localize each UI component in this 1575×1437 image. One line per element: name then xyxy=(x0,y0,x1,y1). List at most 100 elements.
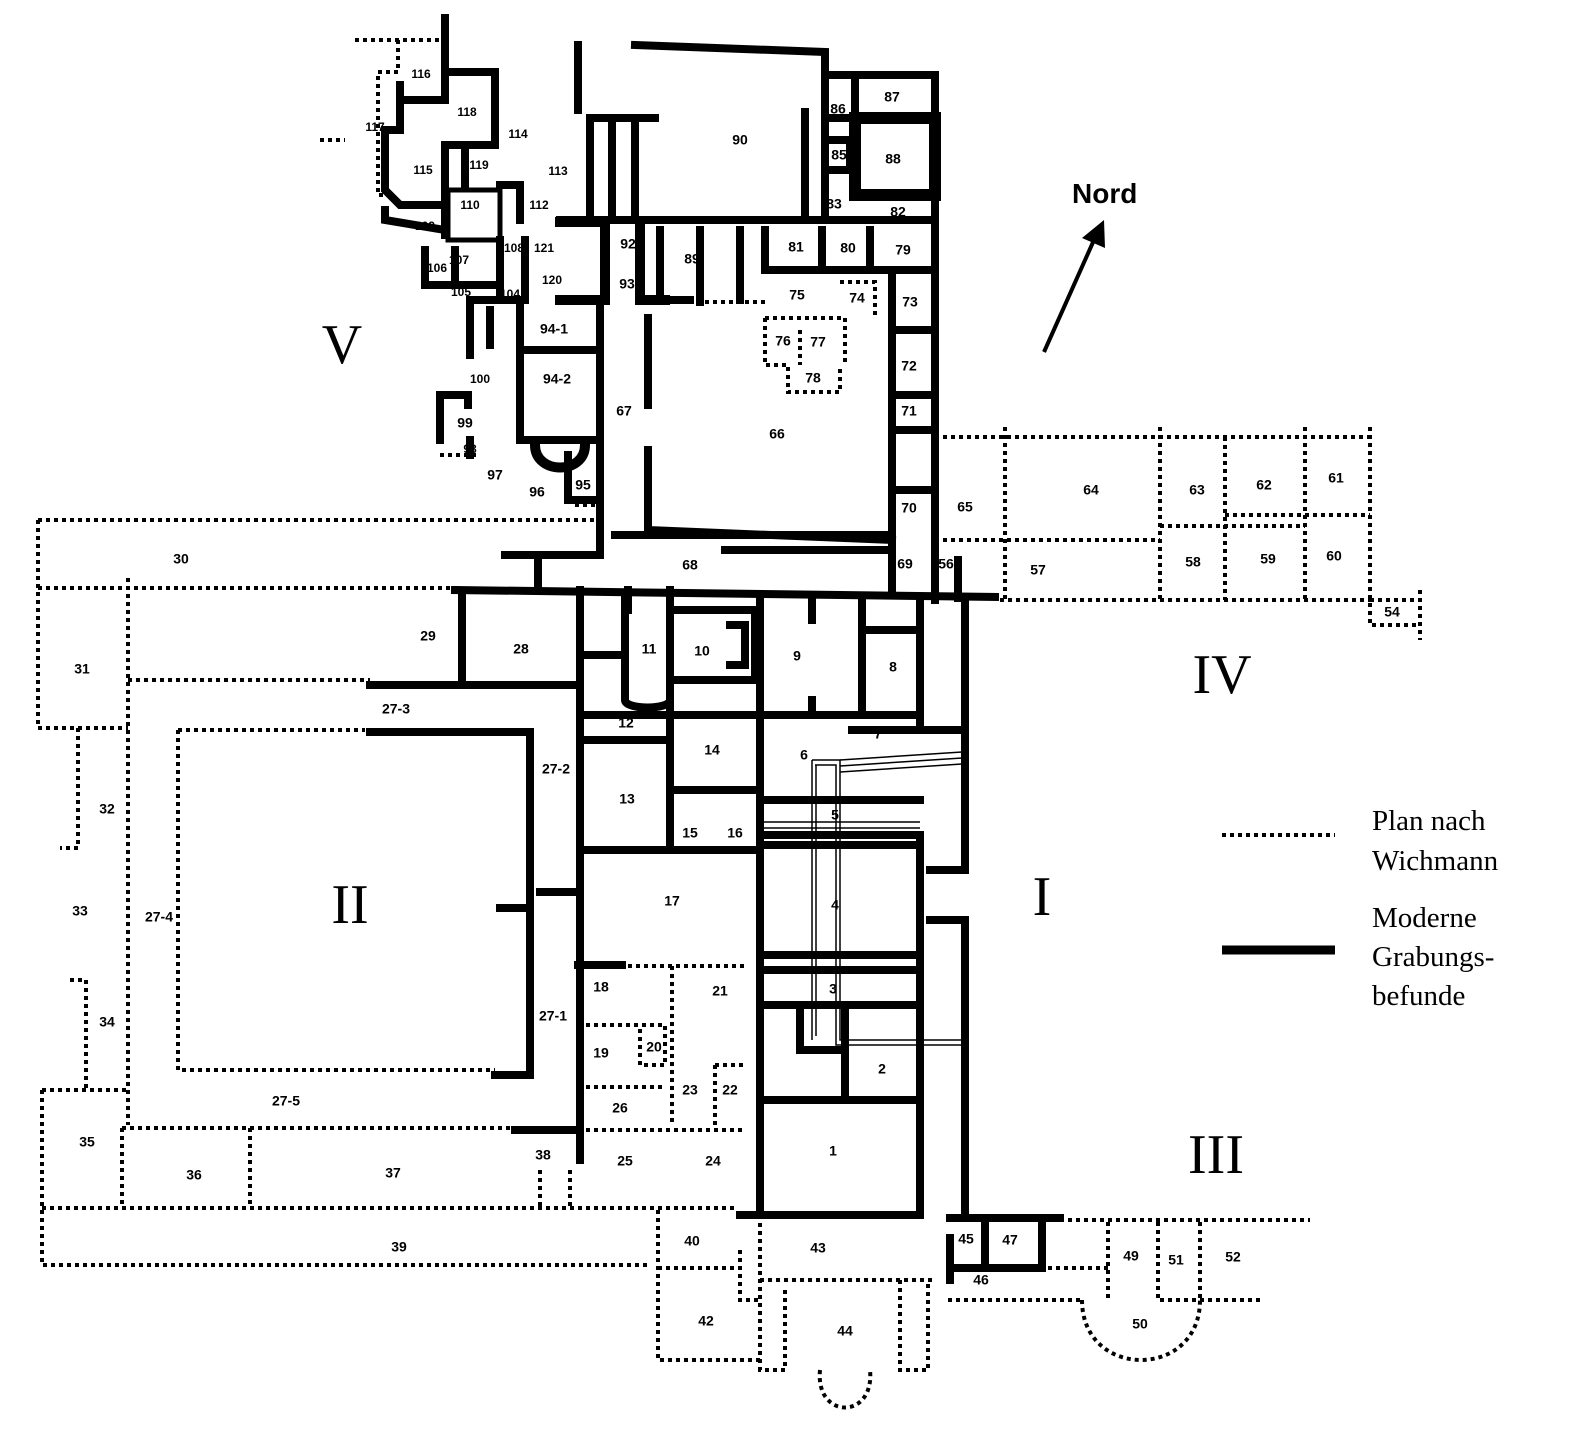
zone-label-iv: IV xyxy=(1192,644,1251,706)
room-label: 106 xyxy=(427,261,447,275)
room-label: 68 xyxy=(682,557,698,573)
room-label: 63 xyxy=(1189,482,1205,498)
room-label: 24 xyxy=(705,1153,721,1169)
room-label: 27-4 xyxy=(145,909,173,925)
room-label: 54 xyxy=(1384,604,1400,620)
room-label: 29 xyxy=(420,628,436,644)
room-label: 94-1 xyxy=(540,321,568,337)
room-label: 32 xyxy=(99,801,115,817)
room-label: 12 xyxy=(618,715,634,731)
room-label: 104 xyxy=(500,287,520,301)
room-labels: 1 2 3 4 5 6 7 8 9 10 11 12 13 14 15 16 1… xyxy=(72,67,1400,1339)
room-label: 58 xyxy=(1185,554,1201,570)
room-label: 33 xyxy=(72,903,88,919)
room-label: 66 xyxy=(769,426,785,442)
room-label: 90 xyxy=(732,132,748,148)
room-label: 92 xyxy=(620,236,636,252)
room-label: 88 xyxy=(885,151,901,167)
room-label: 118 xyxy=(457,105,477,119)
room-label: 99 xyxy=(457,415,473,431)
room-label: 119 xyxy=(469,158,489,172)
legend-solid-label-1: Moderne xyxy=(1372,902,1477,934)
room-label: 2 xyxy=(878,1061,886,1077)
room-label: 67 xyxy=(616,403,632,419)
room-label: 108 xyxy=(504,241,524,255)
room-label: 86 xyxy=(830,101,846,117)
room-label: 69 xyxy=(897,556,913,572)
room-label: 98 xyxy=(463,442,477,456)
room-label: 27-5 xyxy=(272,1093,300,1109)
room-label: 116 xyxy=(411,67,431,81)
room-label: 37 xyxy=(385,1165,401,1181)
zone-labels: I II III IV V xyxy=(322,314,1252,1186)
room-label: 13 xyxy=(619,791,635,807)
room-label: 87 xyxy=(884,89,900,105)
room-label: 44 xyxy=(837,1323,853,1339)
room-label: 94-2 xyxy=(543,371,571,387)
room-label: 3 xyxy=(829,981,837,997)
room-label: 95 xyxy=(575,477,591,493)
room-label: 20 xyxy=(646,1039,662,1055)
room-label: 16 xyxy=(727,825,743,841)
zone-label-ii: II xyxy=(331,874,368,936)
legend: Plan nach Wichmann Moderne Grabungs- bef… xyxy=(1222,805,1499,1012)
room-label: 83 xyxy=(826,196,842,212)
room-label: 57 xyxy=(1030,562,1046,578)
room-label: 82 xyxy=(890,204,906,220)
room-label: 60 xyxy=(1326,548,1342,564)
room-label: 11 xyxy=(642,641,657,657)
room-label: 27-1 xyxy=(539,1008,567,1024)
room-label: 65 xyxy=(957,499,973,515)
room-label: 18 xyxy=(593,979,609,995)
room-label: 78 xyxy=(805,370,821,386)
room-label: 47 xyxy=(1002,1232,1018,1248)
room-label: 113 xyxy=(548,164,568,178)
legend-dotted-label-1: Plan nach xyxy=(1372,805,1486,837)
zone-label-i: I xyxy=(1033,866,1052,928)
room-label: 30 xyxy=(173,551,189,567)
north-label: Nord xyxy=(1072,178,1137,209)
room-label: 9 xyxy=(793,648,801,664)
room-label: 10 xyxy=(694,643,710,659)
room-label: 107 xyxy=(449,253,469,267)
room-label: 17 xyxy=(664,893,680,909)
room-label: 105 xyxy=(451,285,471,299)
room-label: 114 xyxy=(508,127,528,141)
room-label: 89 xyxy=(684,251,700,267)
room-label: 109 xyxy=(415,219,435,233)
room-label: 45 xyxy=(958,1231,974,1247)
room-label: 64 xyxy=(1083,482,1099,498)
room-label: 8 xyxy=(889,659,897,675)
north-arrow: Nord xyxy=(1042,178,1137,353)
room-label: 1 xyxy=(829,1143,837,1159)
room-label: 97 xyxy=(487,467,503,483)
wichmann-plan-lines xyxy=(36,38,1422,1410)
room-label: 75 xyxy=(789,287,805,303)
room-label: 76 xyxy=(775,333,791,349)
room-label: 62 xyxy=(1256,477,1272,493)
room-label: 72 xyxy=(901,358,917,374)
room-label: 34 xyxy=(99,1014,115,1030)
room-label: 49 xyxy=(1123,1248,1139,1264)
room-label: 31 xyxy=(74,661,90,677)
room-label: 80 xyxy=(840,240,856,256)
room-label: 5 xyxy=(831,807,839,823)
room-label: 27-2 xyxy=(542,761,570,777)
room-label: 71 xyxy=(901,403,917,419)
room-label: 74 xyxy=(849,290,865,306)
room-label: 43 xyxy=(810,1240,826,1256)
room-label: 50 xyxy=(1132,1316,1148,1332)
room-label: 81 xyxy=(788,239,804,255)
room-label: 27-3 xyxy=(382,701,410,717)
room-label: 52 xyxy=(1225,1249,1241,1265)
room-label: 14 xyxy=(704,742,720,758)
room-label: 93 xyxy=(619,276,635,292)
room-label: 61 xyxy=(1328,470,1344,486)
room-label: 6 xyxy=(800,747,808,763)
conduit-lines xyxy=(760,751,963,1046)
room-label: 115 xyxy=(413,163,433,177)
room-label: 39 xyxy=(391,1239,407,1255)
room-label: 117 xyxy=(365,120,385,134)
room-label: 110 xyxy=(460,198,480,212)
room-label: 36 xyxy=(186,1167,202,1183)
